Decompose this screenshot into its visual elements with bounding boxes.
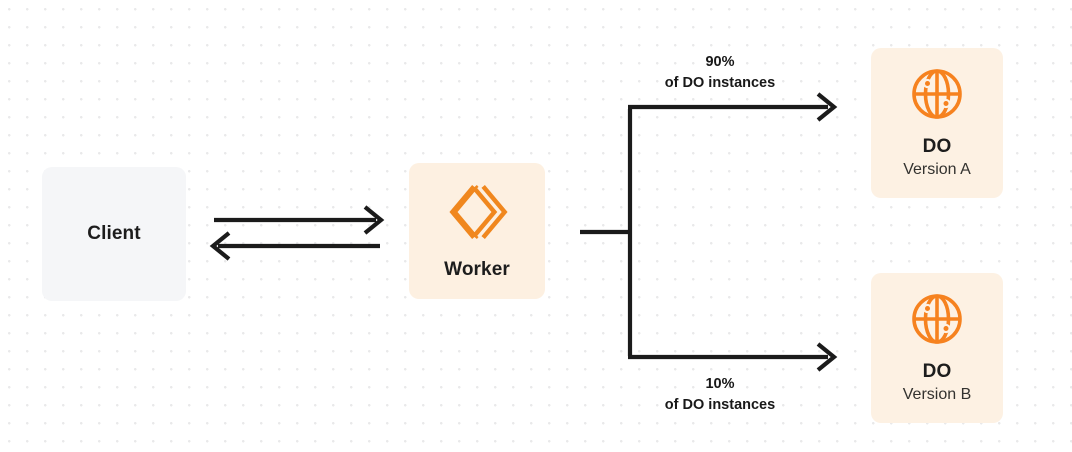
arrow-client-to-worker <box>214 205 385 235</box>
node-client-label: Client <box>87 222 141 244</box>
edge-label-10-percent-value: 10% <box>705 376 735 392</box>
arrow-worker-to-do-a <box>628 92 838 122</box>
edge-label-90-percent: 90% of DO instances <box>625 52 815 94</box>
arrow-worker-to-do-b <box>628 342 838 372</box>
edge-label-10-percent: 10% of DO instances <box>625 374 815 416</box>
node-do-version-a: DO Version A <box>871 48 1003 198</box>
edge-label-90-percent-description: of DO instances <box>664 75 776 92</box>
edge-label-10-percent-description: of DO instances <box>664 397 776 414</box>
node-worker: Worker <box>409 163 545 299</box>
node-do-a-sublabel: Version A <box>903 161 971 179</box>
node-client: Client <box>42 167 186 301</box>
node-do-b-label: DO <box>922 360 952 382</box>
node-do-version-b: DO Version B <box>871 273 1003 423</box>
node-worker-label: Worker <box>444 258 510 280</box>
arrow-worker-to-client <box>209 231 380 261</box>
globe-icon <box>909 66 965 122</box>
globe-icon <box>909 291 965 347</box>
node-do-b-sublabel: Version B <box>902 386 972 404</box>
branch-trunk <box>580 109 633 356</box>
cloudflare-workers-logo-icon <box>446 181 508 243</box>
node-do-a-label: DO <box>922 135 952 157</box>
edge-label-90-percent-value: 90% <box>705 54 735 70</box>
